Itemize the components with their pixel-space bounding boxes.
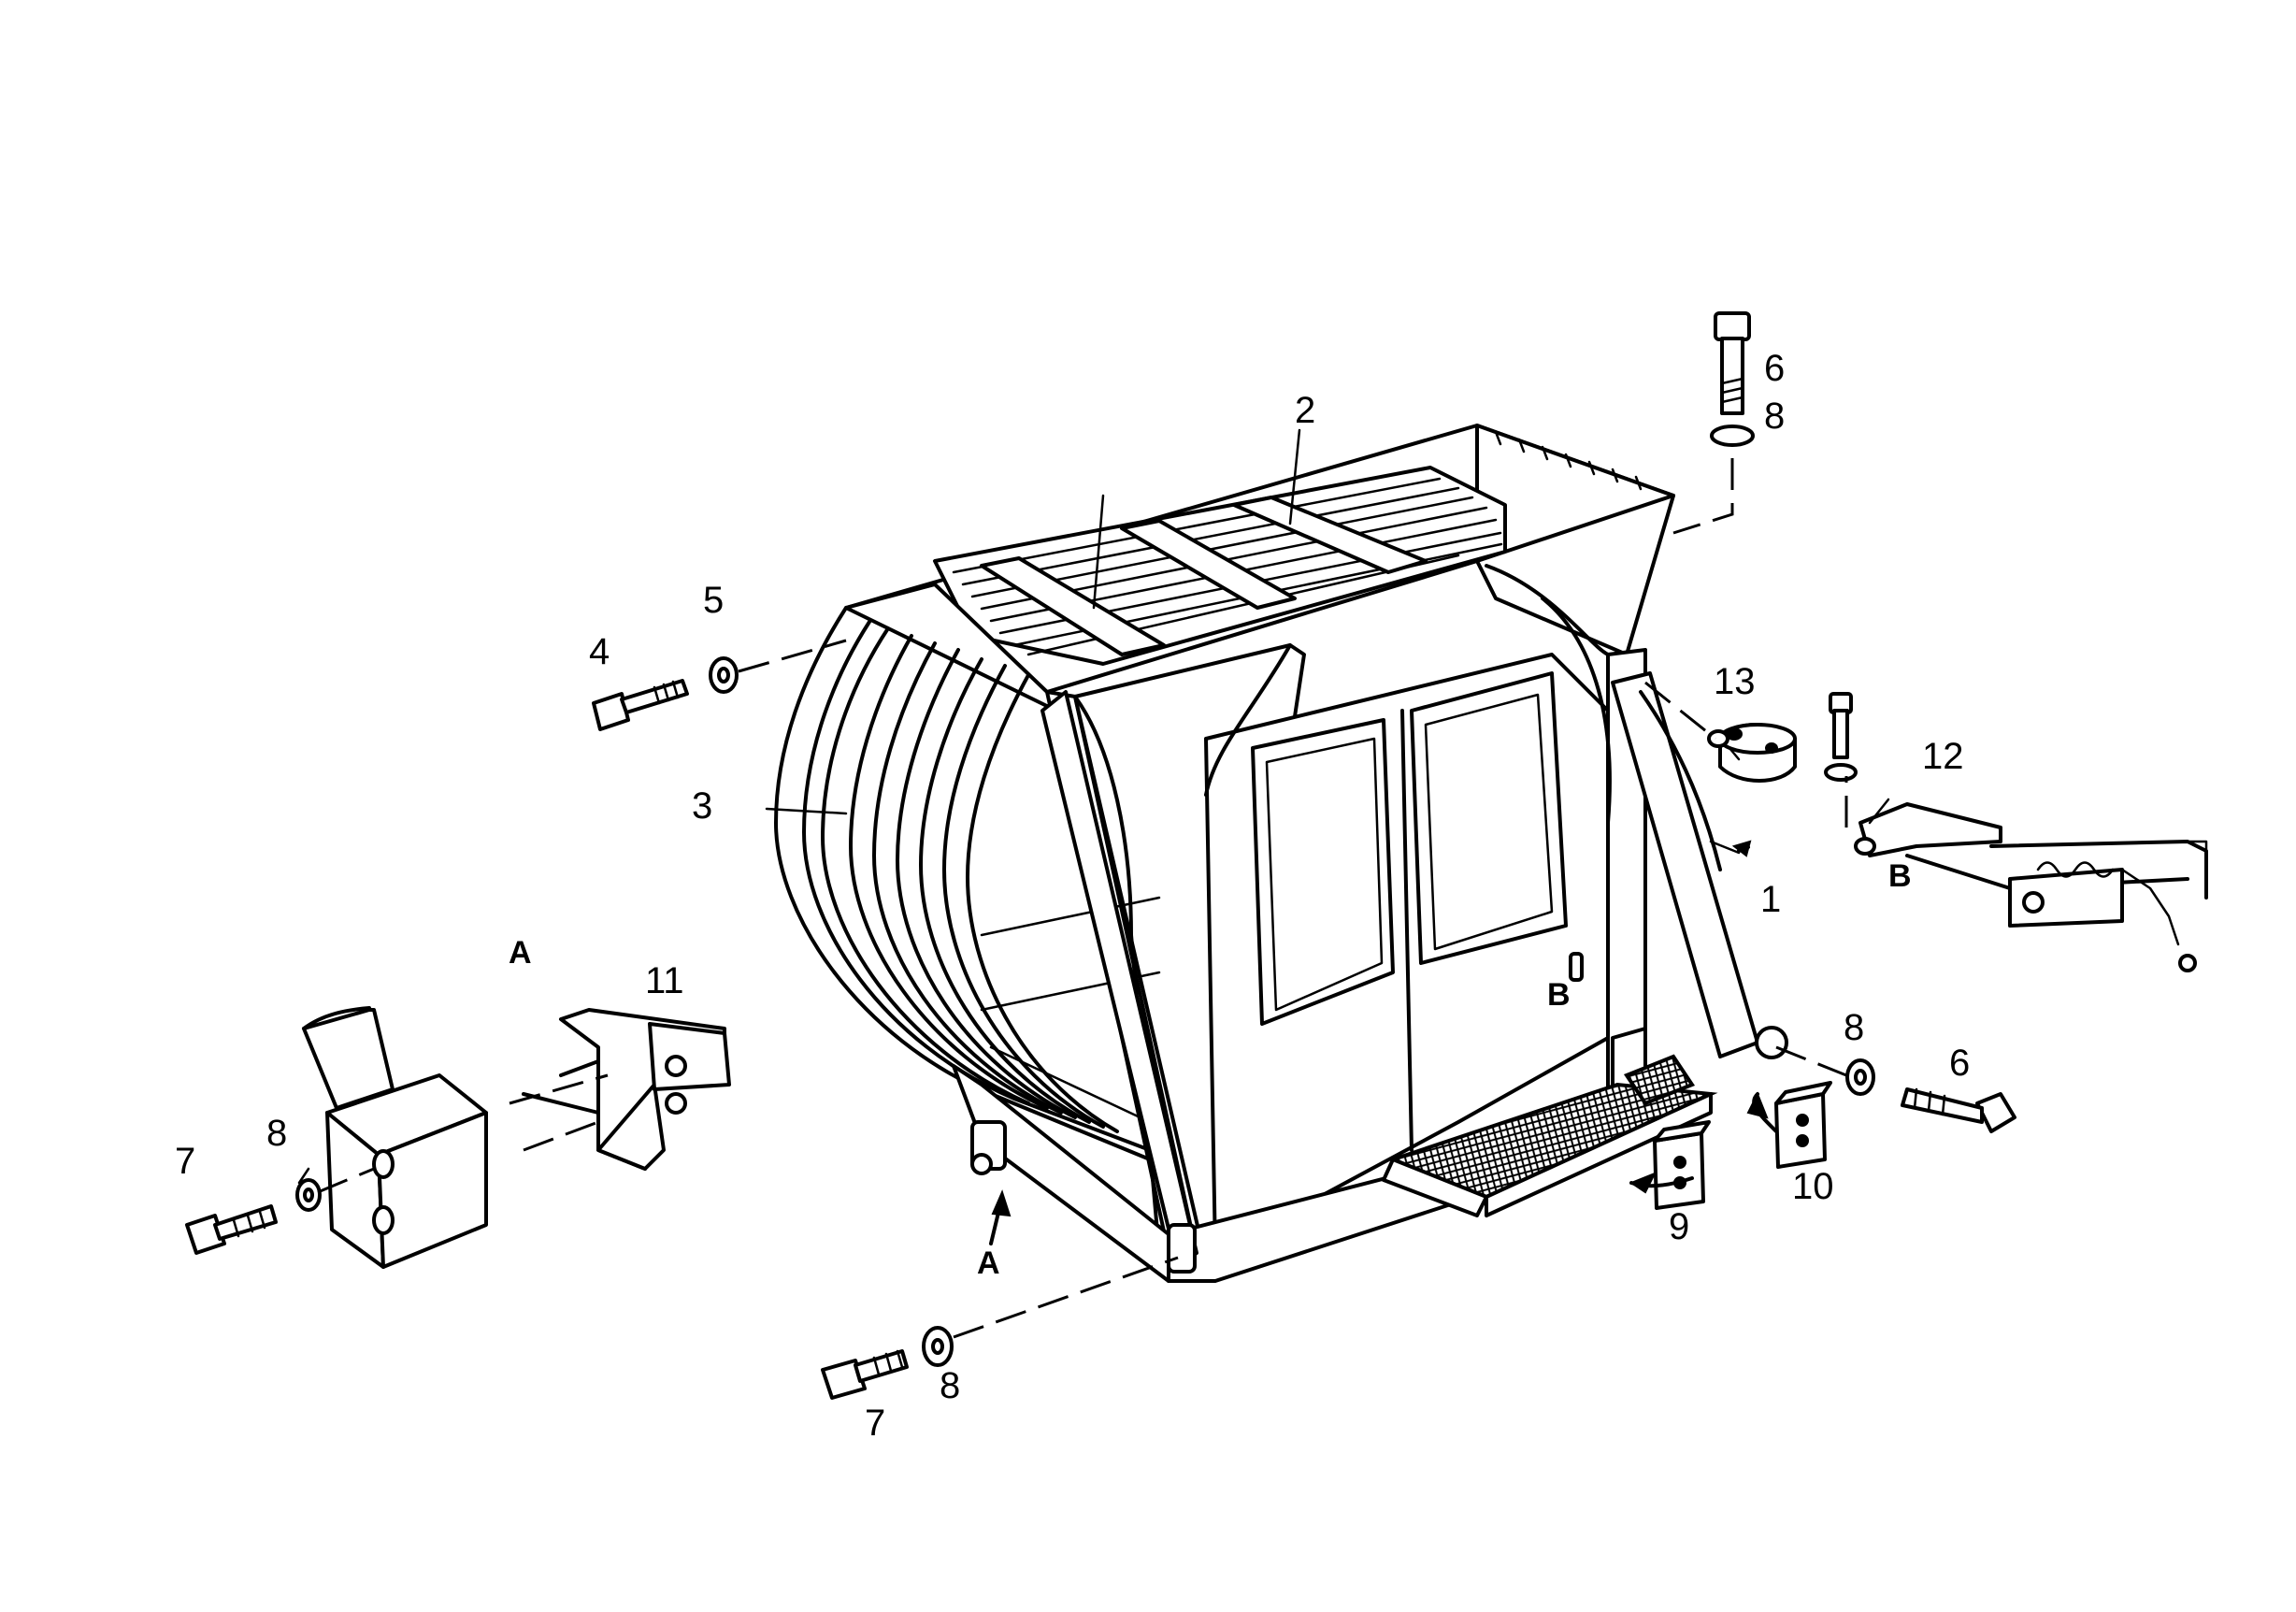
- label-item-6-right: 6: [1949, 1043, 1970, 1084]
- cab-step: [1382, 1054, 1718, 1217]
- bolt-4: [592, 679, 689, 731]
- label-view-a-cab: A: [977, 1245, 1000, 1281]
- view-arrows: [989, 840, 1752, 1245]
- detail-view-a: [185, 1006, 731, 1269]
- label-item-10: 10: [1792, 1166, 1834, 1207]
- washer-8-right: [1845, 1058, 1875, 1096]
- latch-12: [1854, 802, 2208, 972]
- rops-left-frame: [1040, 690, 1198, 1274]
- label-item-7-bottom: 7: [865, 1403, 885, 1444]
- label-view-b-cab: B: [1547, 977, 1571, 1013]
- block-9: [1653, 1120, 1711, 1210]
- label-item-7-left: 7: [175, 1141, 195, 1182]
- label-item-1: 1: [1760, 879, 1781, 920]
- label-item-8-bottom: 8: [940, 1365, 960, 1406]
- item-labels: 1 2 3 4 5 6 8 13 12 8 6 10 9 11 7 8 7 8 …: [175, 348, 1970, 1444]
- cab-windows: [1251, 671, 1568, 1026]
- label-item-3: 3: [692, 785, 712, 827]
- label-item-12: 12: [1922, 736, 1964, 777]
- label-item-8-right: 8: [1844, 1007, 1864, 1048]
- assembly-arrows: [1629, 1091, 1778, 1194]
- label-item-11: 11: [645, 960, 684, 1001]
- leader-lines: [297, 428, 1890, 1185]
- front-mount-bracket: [970, 1120, 1007, 1175]
- label-item-4: 4: [589, 631, 610, 672]
- label-item-2: 2: [1295, 390, 1315, 431]
- label-item-13: 13: [1714, 661, 1756, 702]
- bolt-6-top: [1710, 311, 1755, 447]
- washer-5: [709, 656, 739, 694]
- bolt-7-bottom: [821, 1349, 909, 1400]
- label-view-b-latch: B: [1888, 858, 1912, 894]
- rubber-mount-13: [1707, 723, 1797, 783]
- block-10: [1774, 1081, 1832, 1169]
- label-item-9: 9: [1669, 1206, 1689, 1247]
- label-item-8-left: 8: [266, 1113, 287, 1154]
- label-item-8-top: 8: [1764, 396, 1785, 437]
- washer-8-bottom: [922, 1326, 954, 1367]
- bolt-6-right: [1901, 1087, 2016, 1133]
- roof-ribs: [1494, 430, 1643, 491]
- front-window-guard: [774, 606, 1152, 1161]
- latch-bolt-12: [1824, 692, 1858, 782]
- label-view-a-detail: A: [509, 935, 532, 971]
- label-item-6-top: 6: [1764, 348, 1785, 389]
- label-item-5: 5: [703, 580, 724, 621]
- roof-guard-grille: [933, 466, 1507, 666]
- assembly-guide-lines: [317, 458, 1848, 1339]
